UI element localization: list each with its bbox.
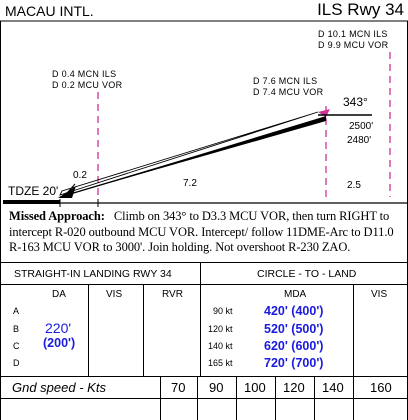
groundspeed-value: 120 — [283, 380, 305, 395]
col-header-vis: VIS — [106, 289, 123, 300]
climb-arrow — [318, 109, 330, 117]
procedure-title: ILS Rwy 34 — [317, 0, 404, 19]
circling-mda: 720' (700') — [264, 356, 324, 370]
airport-name: MACAU INTL. — [5, 3, 94, 19]
circling-mda: 520' (500') — [264, 322, 324, 336]
col-header-rvr: RVR — [162, 289, 183, 300]
missed-approach-title: Missed Approach: — [9, 209, 105, 223]
da-altitude: 220' — [45, 320, 72, 336]
category-d: D — [13, 358, 20, 368]
segment-outer: 2.5 — [347, 180, 361, 191]
col-header-mda: MDA — [284, 289, 307, 300]
arrow-head — [58, 186, 76, 198]
missed-climb-wedge — [59, 111, 319, 196]
groundspeed-label: Gnd speed - Kts — [12, 380, 106, 395]
missed-approach-instructions: Climb on 343° to D3.3 MCU VOR, then turn… — [9, 209, 394, 254]
groundspeed-bottom-border — [0, 398, 408, 399]
da-height: (200') — [43, 336, 76, 350]
segment-short: 0.2 — [73, 170, 87, 181]
gs-divider — [275, 376, 276, 420]
altitude-upper: 2500' — [349, 121, 374, 132]
circling-speed: 90 kt — [213, 306, 233, 316]
gs-divider — [236, 376, 237, 420]
groundspeed-top-border — [0, 376, 408, 377]
circling-speed: 140 kt — [208, 341, 233, 351]
table-header-divider — [0, 284, 408, 285]
straight-in-title: STRAIGHT-IN LANDING RWY 34 — [14, 268, 172, 280]
course-label: 343° — [343, 95, 368, 109]
tdze-label: TDZE 20' — [8, 184, 59, 198]
short-seg-pointer — [67, 183, 76, 193]
groundspeed-value: 140 — [322, 380, 344, 395]
category-c: C — [13, 341, 20, 351]
category-b: B — [13, 324, 20, 334]
missed-approach-text: Missed Approach: Climb on 343° to D3.3 M… — [9, 209, 401, 256]
glidepath-line — [59, 117, 327, 198]
groundspeed-value: 160 — [370, 380, 392, 395]
circling-mda: 620' (600') — [264, 339, 324, 353]
gs-divider — [197, 376, 198, 420]
col-header-da: DA — [52, 289, 66, 300]
gs-divider — [160, 376, 161, 420]
circling-speed: 165 kt — [208, 358, 233, 368]
groundspeed-value: 100 — [244, 380, 266, 395]
section-divider — [200, 262, 201, 376]
circling-mda: 420' (400') — [264, 304, 324, 318]
col-divider-mda — [353, 284, 354, 376]
groundspeed-value: 90 — [209, 380, 224, 395]
table-top-border — [0, 262, 408, 263]
circle-title: CIRCLE - TO - LAND — [257, 268, 357, 280]
gs-divider — [314, 376, 315, 420]
circling-speed: 120 kt — [208, 324, 233, 334]
groundspeed-value: 70 — [171, 380, 186, 395]
col-header-vis-circle: VIS — [371, 289, 388, 300]
col-divider-da — [88, 284, 89, 376]
altitude-lower: 2480' — [347, 135, 372, 146]
segment-main: 7.2 — [183, 178, 197, 189]
col-divider-vis — [143, 284, 144, 376]
gs-divider — [353, 376, 354, 420]
category-a: A — [13, 306, 20, 316]
